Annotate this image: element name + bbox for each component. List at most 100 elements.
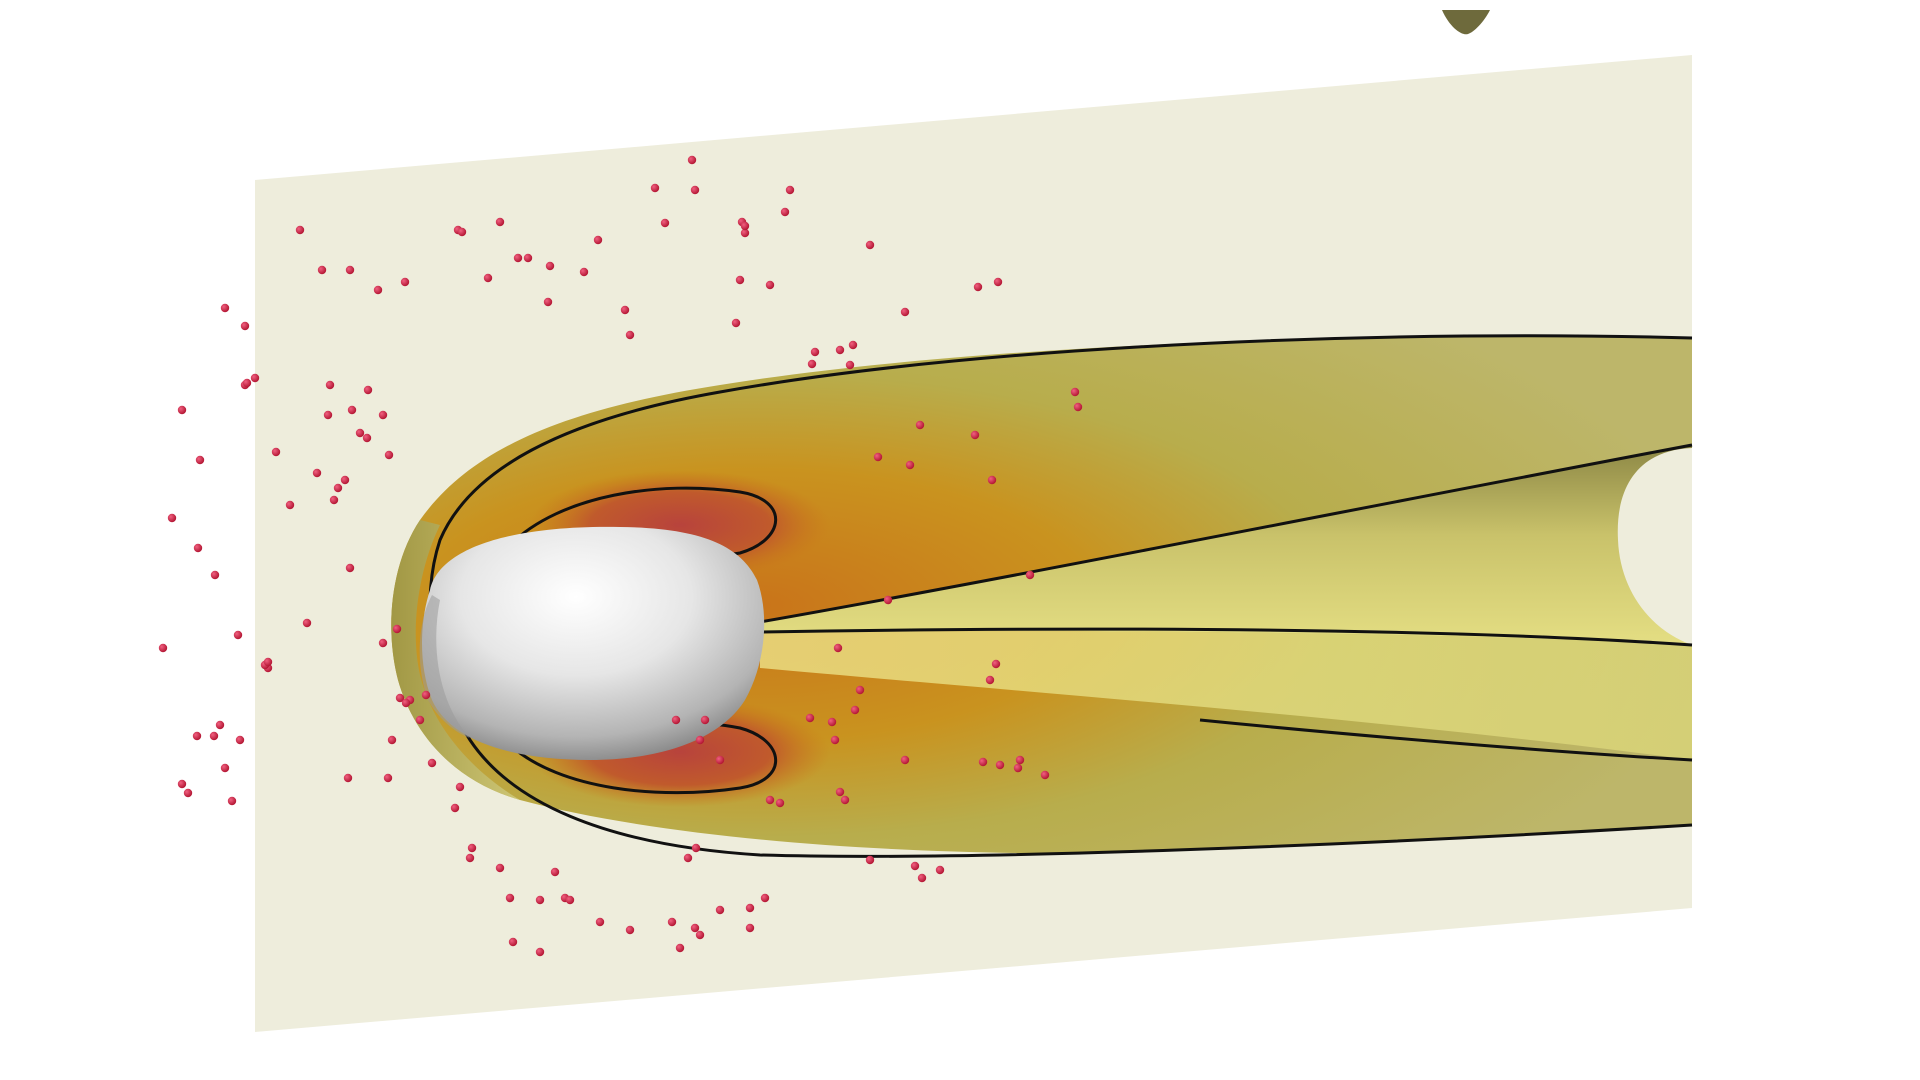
particle xyxy=(373,285,383,295)
particle xyxy=(317,265,327,275)
particle xyxy=(355,428,365,438)
particle xyxy=(807,359,817,369)
particle xyxy=(765,795,775,805)
particle xyxy=(593,235,603,245)
particle xyxy=(991,659,1001,669)
particle xyxy=(715,755,725,765)
particle xyxy=(667,917,677,927)
particle xyxy=(1025,570,1035,580)
particle xyxy=(220,763,230,773)
particle xyxy=(785,185,795,195)
particle xyxy=(323,410,333,420)
bluff-body-front xyxy=(419,595,470,738)
particle xyxy=(227,796,237,806)
particle xyxy=(421,690,431,700)
particle xyxy=(508,937,518,947)
particle xyxy=(345,265,355,275)
particle xyxy=(285,500,295,510)
particle xyxy=(835,787,845,797)
particle xyxy=(731,318,741,328)
particle xyxy=(363,385,373,395)
particle xyxy=(340,475,350,485)
particle xyxy=(905,460,915,470)
particle xyxy=(910,861,920,871)
particle xyxy=(835,345,845,355)
particle xyxy=(745,923,755,933)
particle xyxy=(483,273,493,283)
particle xyxy=(427,758,437,768)
particle xyxy=(740,228,750,238)
plume-tip xyxy=(1442,10,1490,35)
particle xyxy=(900,307,910,317)
particle xyxy=(650,183,660,193)
particle xyxy=(384,450,394,460)
particle xyxy=(329,495,339,505)
particle xyxy=(383,773,393,783)
wake-opening xyxy=(1617,448,1692,645)
wake-tube xyxy=(760,445,1692,645)
particle xyxy=(192,731,202,741)
particle xyxy=(1070,387,1080,397)
particle xyxy=(660,218,670,228)
particle xyxy=(333,483,343,493)
particle xyxy=(177,405,187,415)
particle xyxy=(465,853,475,863)
particle xyxy=(873,452,883,462)
particle xyxy=(1040,770,1050,780)
particle xyxy=(325,380,335,390)
particle xyxy=(209,731,219,741)
particle xyxy=(415,715,425,725)
particle xyxy=(195,455,205,465)
particle xyxy=(883,595,893,605)
particle xyxy=(513,253,523,263)
particle xyxy=(687,155,697,165)
particle xyxy=(505,893,515,903)
particle xyxy=(235,735,245,745)
particle xyxy=(917,873,927,883)
particle xyxy=(158,643,168,653)
particle xyxy=(250,373,260,383)
bluff-body xyxy=(422,526,765,760)
particle xyxy=(993,277,1003,287)
particle xyxy=(579,267,589,277)
particle xyxy=(362,433,372,443)
particle xyxy=(765,280,775,290)
particle xyxy=(1013,763,1023,773)
contour-wake-mid xyxy=(759,627,1693,647)
particle xyxy=(810,347,820,357)
particle xyxy=(691,843,701,853)
particle xyxy=(167,513,177,523)
particle xyxy=(215,720,225,730)
particle xyxy=(535,947,545,957)
particle xyxy=(495,217,505,227)
particle xyxy=(625,925,635,935)
particle xyxy=(392,624,402,634)
particle xyxy=(457,227,467,237)
particle xyxy=(935,865,945,875)
particle xyxy=(865,855,875,865)
particle xyxy=(830,735,840,745)
particle xyxy=(378,410,388,420)
particle xyxy=(543,297,553,307)
particle xyxy=(401,698,411,708)
particle xyxy=(565,895,575,905)
particle xyxy=(775,798,785,808)
contour-wake-bottom xyxy=(1199,718,1693,762)
particle xyxy=(625,330,635,340)
particle xyxy=(295,225,305,235)
particle xyxy=(312,468,322,478)
particle xyxy=(535,895,545,905)
particle xyxy=(865,240,875,250)
particle xyxy=(220,303,230,313)
particle xyxy=(715,905,725,915)
particle xyxy=(695,930,705,940)
particle xyxy=(833,643,843,653)
contour-wake-top xyxy=(759,443,1693,624)
particle xyxy=(695,735,705,745)
particle xyxy=(915,420,925,430)
particle xyxy=(840,795,850,805)
particle xyxy=(855,685,865,695)
particle xyxy=(523,253,533,263)
particle xyxy=(985,675,995,685)
